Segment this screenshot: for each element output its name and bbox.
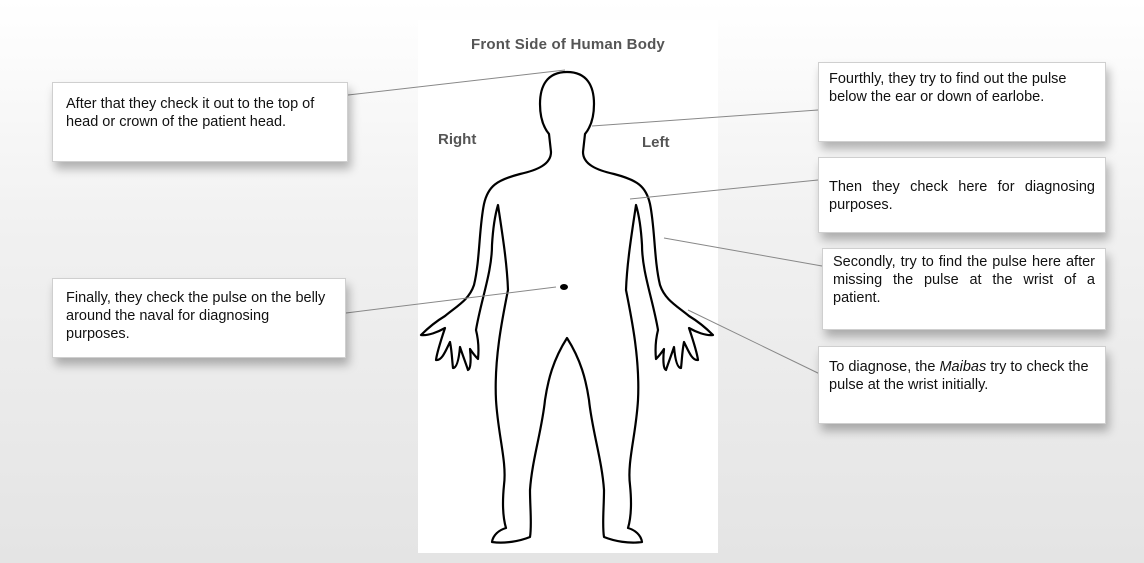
- callout-wrist-text-start: To diagnose, the: [829, 359, 939, 375]
- callout-wrist-maibas: Maibas: [939, 359, 986, 375]
- leader-line-forearm: [664, 238, 822, 266]
- leader-line-arm: [630, 180, 818, 199]
- callout-belly: Finally, they check the pulse on the bel…: [52, 278, 346, 358]
- leader-line-crown: [348, 70, 565, 95]
- leader-line-belly: [346, 287, 556, 313]
- leader-line-earlobe: [592, 110, 818, 126]
- label-left: Left: [642, 134, 670, 151]
- leader-line-wrist: [688, 310, 822, 375]
- callout-forearm: Secondly, try to find the pulse here aft…: [822, 248, 1106, 330]
- callout-wrist: To diagnose, the Maibas try to check the…: [818, 346, 1106, 424]
- callout-crown: After that they check it out to the top …: [52, 82, 348, 162]
- figure-title: Front Side of Human Body: [418, 36, 718, 53]
- label-right: Right: [438, 131, 476, 148]
- navel-dot: [560, 284, 568, 290]
- callout-arm: Then they check here for diagnosing purp…: [818, 157, 1106, 233]
- callout-earlobe: Fourthly, they try to find out the pulse…: [818, 62, 1106, 142]
